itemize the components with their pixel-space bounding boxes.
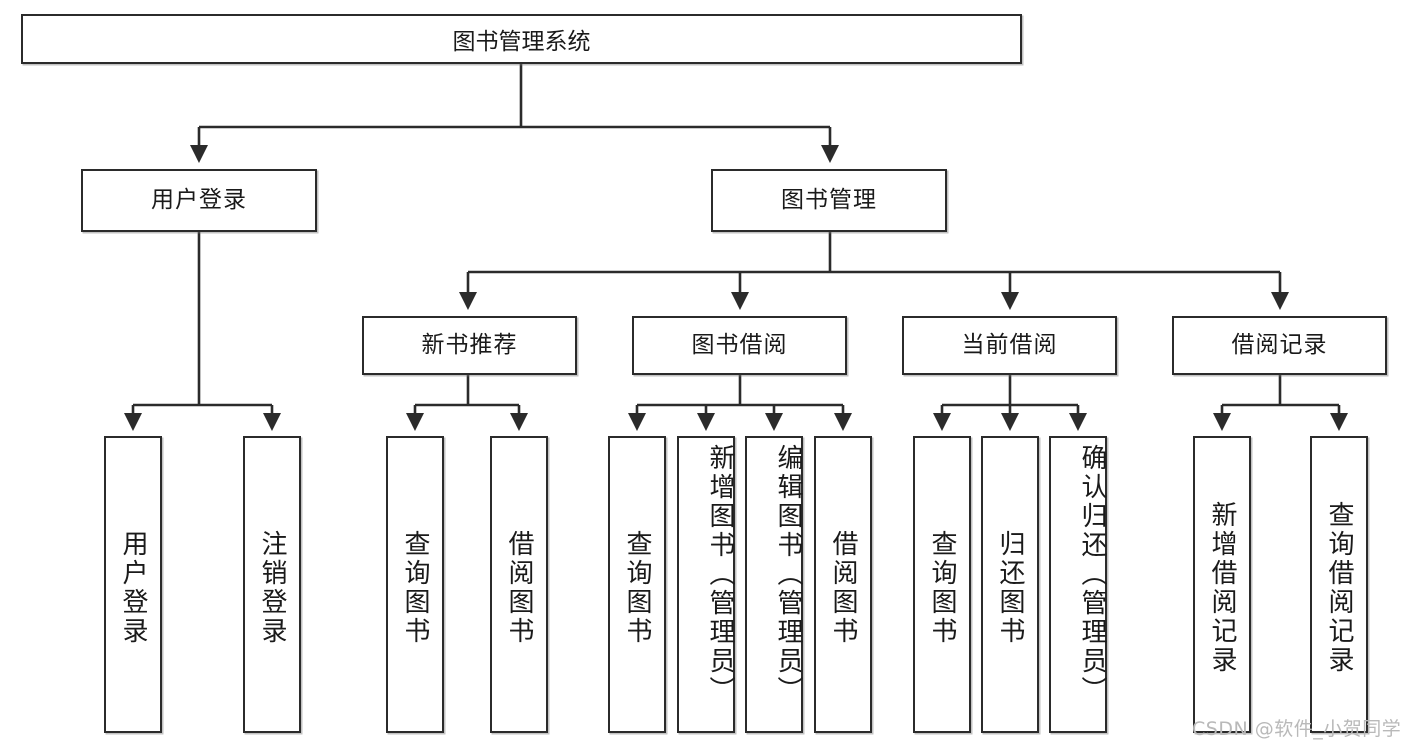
node-label: 借阅图书 bbox=[504, 529, 534, 646]
node-label: 编辑图书（管理员） bbox=[773, 444, 803, 705]
node-label: 用户登录 bbox=[151, 187, 247, 214]
leaf-user-login[interactable]: 用户登录 bbox=[104, 436, 162, 733]
node-label: 查询图书 bbox=[927, 529, 957, 646]
node-label: 新书推荐 bbox=[421, 332, 518, 359]
leaf-borrow-book[interactable]: 借阅图书 bbox=[814, 436, 872, 733]
node-label: 新增图书（管理员） bbox=[705, 444, 735, 705]
node-user-login[interactable]: 用户登录 bbox=[81, 169, 317, 232]
node-label: 图书管理 bbox=[781, 187, 877, 214]
node-book-manage[interactable]: 图书管理 bbox=[711, 169, 947, 232]
leaf-borrow-book-recommend[interactable]: 借阅图书 bbox=[490, 436, 548, 733]
leaf-confirm-return-admin[interactable]: 确认归还（管理员） bbox=[1049, 436, 1107, 733]
node-root-system[interactable]: 图书管理系统 bbox=[21, 14, 1022, 64]
node-new-book-recommend[interactable]: 新书推荐 bbox=[362, 316, 577, 375]
node-borrow-record[interactable]: 借阅记录 bbox=[1172, 316, 1387, 375]
node-label: 借阅记录 bbox=[1231, 332, 1328, 359]
node-label: 查询借阅记录 bbox=[1324, 500, 1354, 675]
node-label: 确认归还（管理员） bbox=[1077, 444, 1107, 705]
leaf-edit-book-admin[interactable]: 编辑图书（管理员） bbox=[745, 436, 803, 733]
leaf-return-book[interactable]: 归还图书 bbox=[981, 436, 1039, 733]
node-label: 查询图书 bbox=[622, 529, 652, 646]
node-label: 查询图书 bbox=[400, 529, 430, 646]
leaf-query-book-recommend[interactable]: 查询图书 bbox=[386, 436, 444, 733]
node-label: 用户登录 bbox=[118, 529, 148, 646]
leaf-add-book-admin[interactable]: 新增图书（管理员） bbox=[677, 436, 735, 733]
node-label: 图书管理系统 bbox=[452, 29, 591, 55]
leaf-query-borrow-record[interactable]: 查询借阅记录 bbox=[1310, 436, 1368, 733]
node-label: 新增借阅记录 bbox=[1207, 500, 1237, 675]
node-label: 归还图书 bbox=[995, 529, 1025, 646]
leaf-query-book-current[interactable]: 查询图书 bbox=[913, 436, 971, 733]
node-label: 当前借阅 bbox=[961, 332, 1058, 359]
node-book-borrow[interactable]: 图书借阅 bbox=[632, 316, 847, 375]
node-label: 图书借阅 bbox=[691, 332, 788, 359]
node-current-borrow[interactable]: 当前借阅 bbox=[902, 316, 1117, 375]
leaf-logout-login[interactable]: 注销登录 bbox=[243, 436, 301, 733]
leaf-query-book-borrow[interactable]: 查询图书 bbox=[608, 436, 666, 733]
node-label: 注销登录 bbox=[257, 529, 287, 646]
node-label: 借阅图书 bbox=[828, 529, 858, 646]
leaf-add-borrow-record[interactable]: 新增借阅记录 bbox=[1193, 436, 1251, 733]
csdn-watermark: CSDN @软件_小贺同学 bbox=[1192, 718, 1402, 740]
